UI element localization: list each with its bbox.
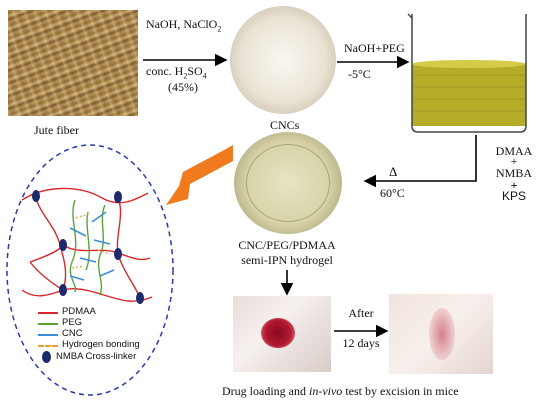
cnc-powder-image (232, 8, 334, 112)
legend-swatch-hbond (38, 345, 58, 347)
reagent-temp-label: -5°C (348, 67, 371, 81)
reagent-nmba-label: NMBA (495, 166, 532, 180)
heat-temperature-label: 60°C (380, 186, 405, 200)
legend-label-peg: PEG (62, 317, 83, 328)
cnc-rods (69, 211, 115, 281)
reagent-kps-label: KPS (501, 189, 526, 203)
reagent-oxidation-label: NaOH, NaClO2 (146, 17, 222, 34)
reagent-dmaa-label: DMAA (495, 144, 533, 158)
legend-swatch-cnc (38, 334, 58, 336)
caption-drug-loading: Drug loading and in-vivo test by excisio… (222, 384, 459, 398)
orange-arrow (166, 145, 233, 205)
legend-swatch-peg (38, 323, 58, 325)
plus-sign-2: + (510, 178, 518, 192)
network-circle (6, 144, 174, 396)
legend-label-pdmaa: PDMAA (62, 306, 96, 317)
heat-symbol: Δ (389, 164, 398, 179)
cnc-label: CNCs (270, 118, 300, 132)
mouse-wound-day12-image (389, 294, 493, 374)
jute-fiber-label: Jute fiber (34, 123, 79, 137)
legend-label-cnc: CNC (62, 328, 83, 339)
legend-swatch-nmba (42, 351, 51, 363)
legend-label-hbond: Hydrogen bonding (62, 339, 140, 350)
plus-sign-1: + (510, 154, 518, 168)
mouse-wound-day0-image (233, 296, 331, 372)
beaker (407, 13, 527, 133)
hydrogel-dish-image (234, 132, 342, 234)
reagent-acid-label: conc. H2SO4 (146, 64, 207, 81)
after-label: After (348, 306, 374, 320)
reagent-acid-conc-label: (45%) (168, 80, 198, 94)
hydrogel-name-line2: semi-IPN hydrogel (241, 253, 333, 267)
peg-chains (69, 199, 106, 296)
days-label: 12 days (342, 336, 380, 350)
reagent-peg-label: NaOH+PEG (344, 41, 405, 55)
nmba-crosslinkers (32, 190, 144, 304)
jute-fiber-image (8, 10, 138, 116)
hydrogel-name-line1: CNC/PEG/PDMAA (238, 238, 336, 252)
legend-label-nmba: NMBA Cross-linker (56, 351, 137, 362)
legend-swatch-pdmaa (38, 312, 58, 314)
arrow-beaker-to-hydrogel (363, 135, 477, 188)
